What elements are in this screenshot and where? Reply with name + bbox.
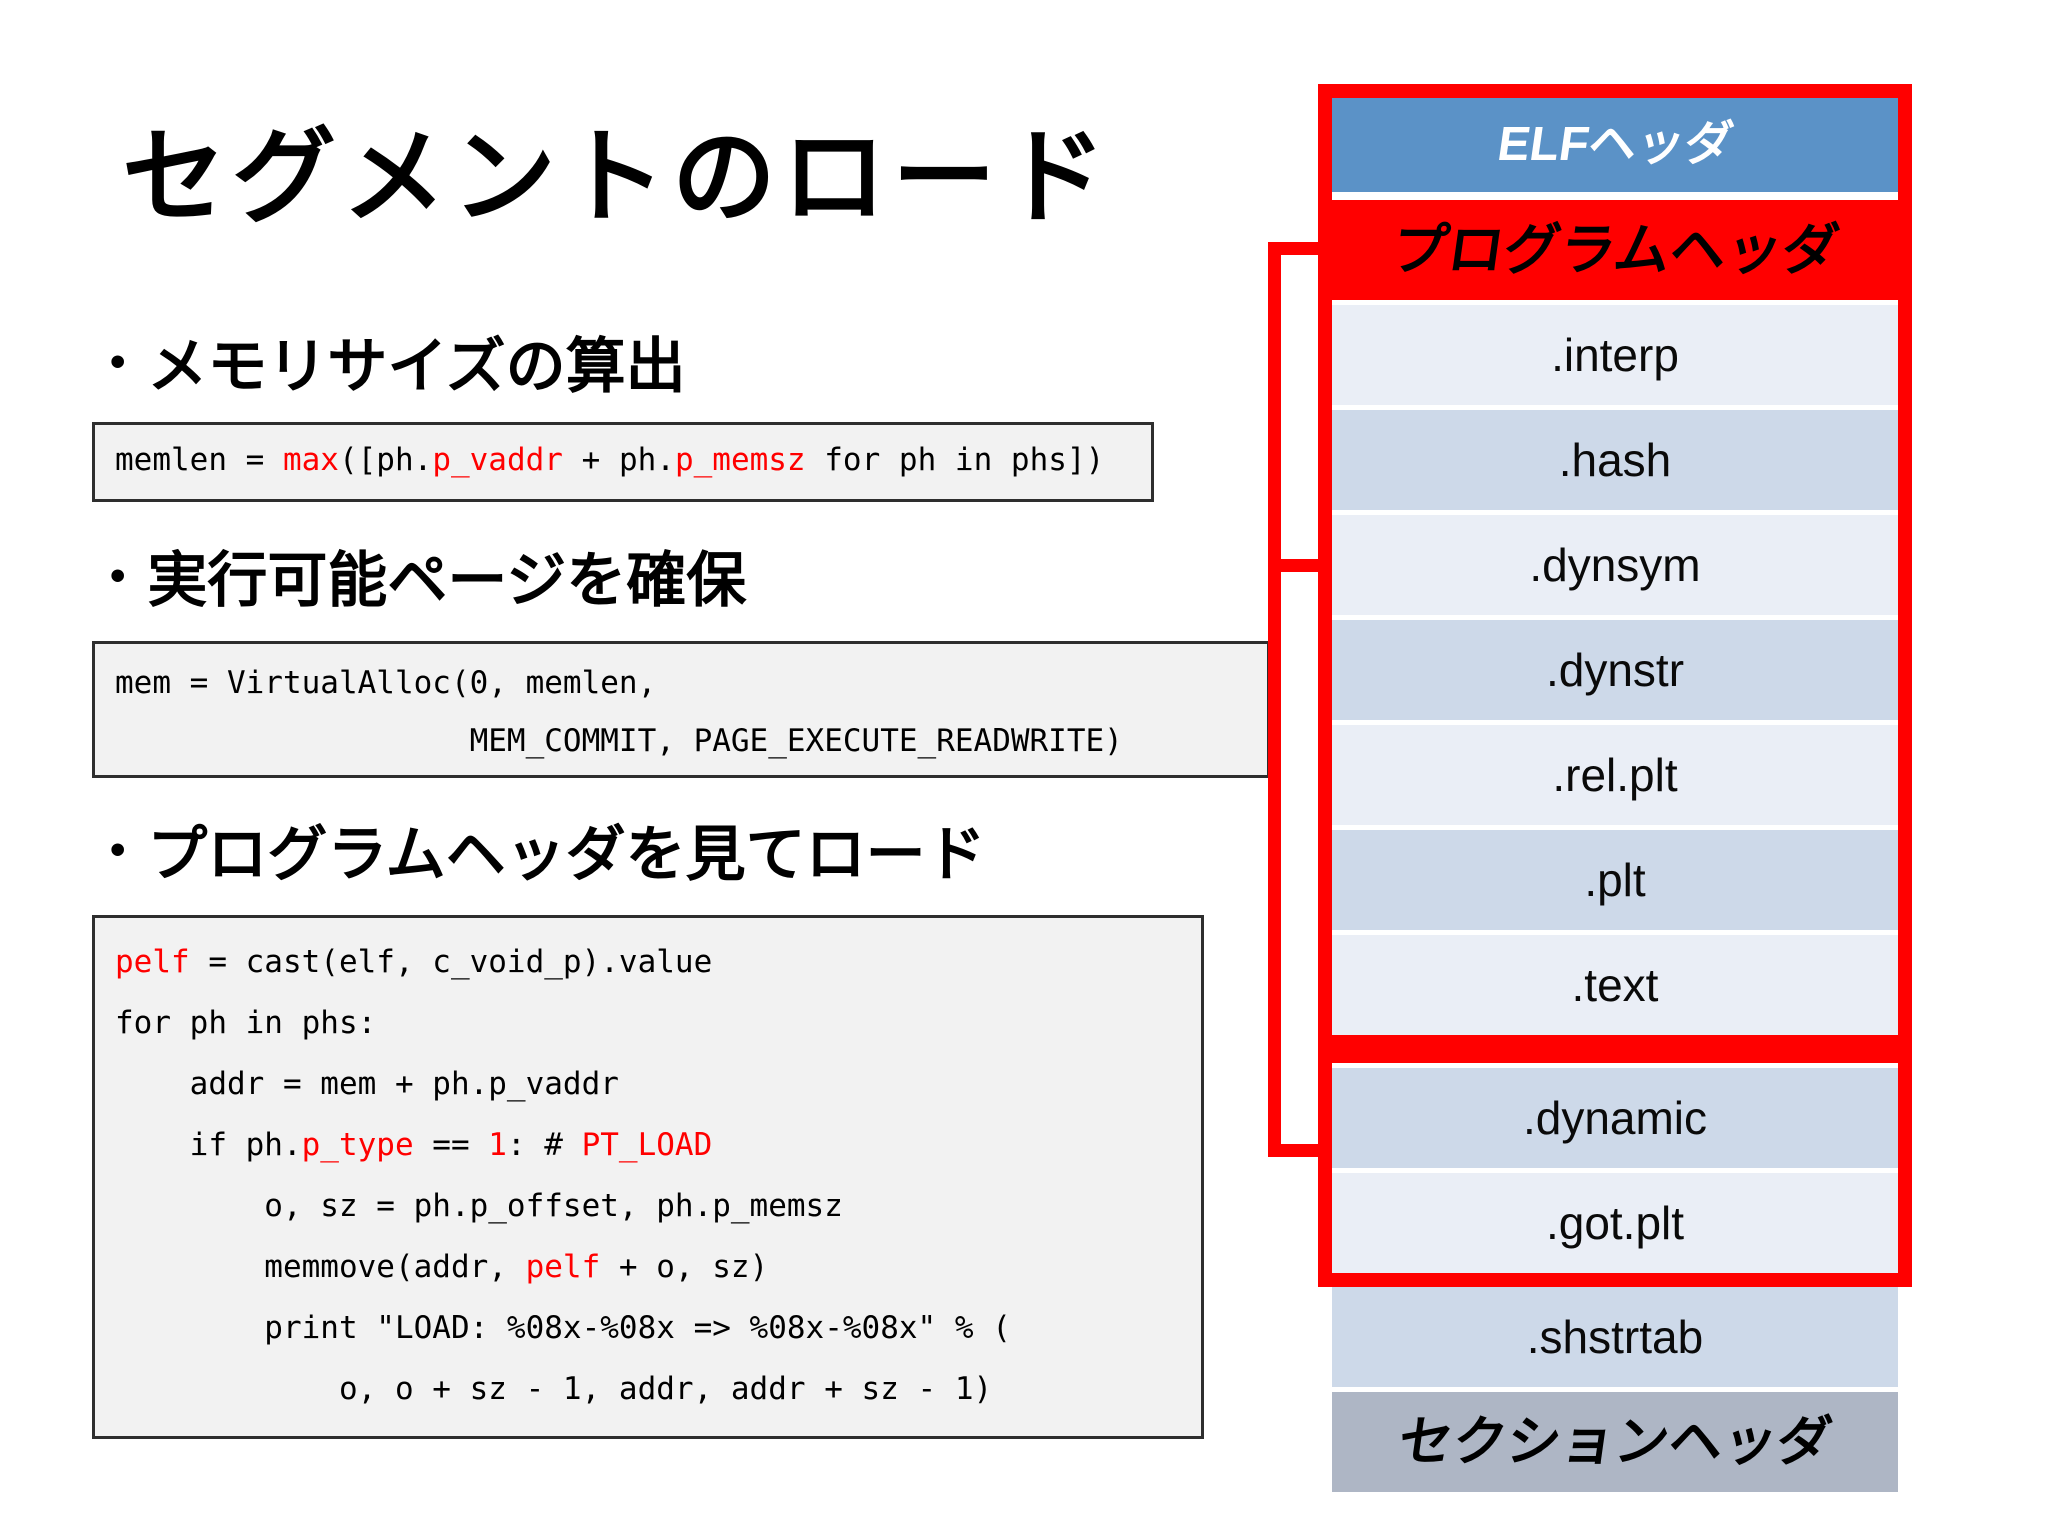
code-line: if ph.p_type == 1: # PT_LOAD [115,1127,713,1163]
code-line: pelf = cast(elf, c_void_p).value [115,944,713,980]
bullet-label: メモリサイズの算出 [147,333,686,400]
code-line: mem = VirtualAlloc(0, memlen, [115,665,657,701]
code-line: print "LOAD: %08x-%08x => %08x-%08x" % ( [115,1310,1011,1346]
section-header-label: セクションヘッダ [1394,1412,1836,1472]
connector-vertical-line [1268,242,1281,1157]
section-row-plt: .plt [1332,830,1898,930]
arrow-right-icon [1268,559,1322,572]
bullet-item: • プログラムヘッダを見てロード [110,806,986,893]
bullet-item: • 実行可能ページを確保 [110,532,746,619]
code-block-virtualalloc: mem = VirtualAlloc(0, memlen, MEM_COMMIT… [92,641,1270,778]
code-line: addr = mem + ph.p_vaddr [115,1066,619,1102]
section-row-dynamic: .dynamic [1332,1068,1898,1168]
page-title: セグメントのロード [122,120,1113,236]
red-group-box-2: .dynamic.got.plt [1318,1049,1912,1287]
code-line: o, o + sz - 1, addr, addr + sz - 1) [115,1371,993,1407]
bullet-item: • メモリサイズの算出 [110,318,686,405]
section-row-rel.plt: .rel.plt [1332,725,1898,825]
section-header-cell: セクションヘッダ [1332,1392,1898,1492]
section-row-interp: .interp [1332,305,1898,405]
section-rows-group1: .interp.hash.dynsym.dynstr.rel.plt.plt.t… [1332,305,1898,1035]
code-line: o, sz = ph.p_offset, ph.p_memsz [115,1188,843,1224]
program-header-cell: プログラムヘッダ [1332,200,1898,300]
section-row-got.plt: .got.plt [1332,1173,1898,1273]
elf-header-label: ELFヘッダ [1494,118,1737,171]
connector-top-line [1268,242,1332,255]
bullet-dot-icon: • [110,336,126,386]
code-line: MEM_COMMIT, PAGE_EXECUTE_READWRITE) [115,723,1123,759]
bullet-label: プログラムヘッダを見てロード [147,821,986,888]
program-header-label: プログラムヘッダ [1387,218,1843,281]
code-line: for ph in phs: [115,1005,377,1041]
section-row-dynsym: .dynsym [1332,515,1898,615]
section-row-text: .text [1332,935,1898,1035]
code-block-memlen: memlen = max([ph.p_vaddr + ph.p_memsz fo… [92,422,1154,502]
section-row-dynstr: .dynstr [1332,620,1898,720]
code-line: memmove(addr, pelf + o, sz) [115,1249,769,1285]
section-rows-group2: .dynamic.got.plt [1332,1068,1898,1273]
elf-header-cell: ELFヘッダ [1332,98,1898,192]
diagram-tail: .shstrtab セクションヘッダ [1332,1282,1898,1492]
section-row-hash: .hash [1332,410,1898,510]
red-group-box-1: ELFヘッダ プログラムヘッダ .interp.hash.dynsym.dyns… [1318,84,1912,1049]
bullet-dot-icon: • [110,550,126,600]
section-row-shstrtab: .shstrtab [1332,1287,1898,1387]
bullet-dot-icon: • [110,824,126,874]
bullet-label: 実行可能ページを確保 [147,547,747,614]
arrow-right-icon [1268,1144,1322,1157]
section-rows-tail: .shstrtab [1332,1287,1898,1387]
code-line: memlen = max([ph.p_vaddr + ph.p_memsz fo… [115,442,1105,478]
